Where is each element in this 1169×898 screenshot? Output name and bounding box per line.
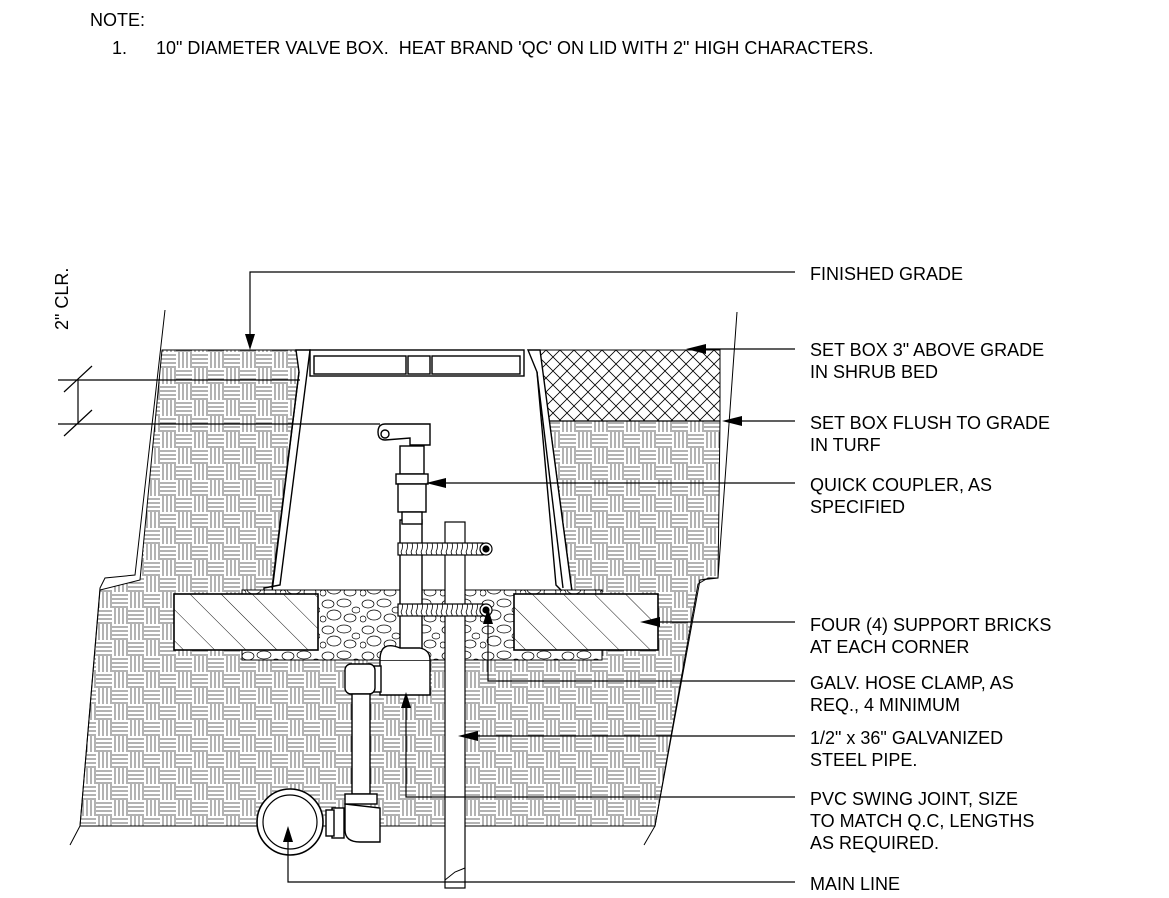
leader-hose-clamp (487, 620, 795, 682)
hose-clamp-upper (397, 542, 493, 556)
callout-line: STEEL PIPE. (810, 750, 918, 770)
note-item: 1. 10" DIAMETER VALVE BOX. HEAT BRAND 'QC… (112, 38, 873, 59)
note-heading: NOTE: (90, 10, 146, 30)
note-text: 10" DIAMETER VALVE BOX. HEAT BRAND 'QC' … (156, 38, 874, 58)
callout-leaders (249, 271, 795, 883)
quick-coupler (377, 423, 431, 525)
callout-main-line: MAIN LINE (810, 873, 900, 895)
callout-galvanized-pipe: 1/2" x 36" GALVANIZED STEEL PIPE. (810, 727, 1003, 771)
callout-line: TO MATCH Q.C, LENGTHS (810, 811, 1035, 831)
leader-main-line (287, 840, 795, 883)
callout-quick-coupler: QUICK COUPLER, AS SPECIFIED (810, 474, 992, 518)
leader-arrowheads (245, 334, 742, 842)
leader-finished-grade (249, 271, 795, 335)
callout-line: SET BOX 3" ABOVE GRADE (810, 340, 1045, 360)
arrow-turf (722, 416, 742, 426)
callout-line: REQ., 4 MINIMUM (810, 695, 961, 715)
callout-line: SET BOX FLUSH TO GRADE (810, 413, 1051, 433)
callout-line: MAIN LINE (810, 874, 901, 894)
arrow-support-bricks (640, 617, 660, 627)
callout-shrub-bed: SET BOX 3" ABOVE GRADE IN SHRUB BED (810, 339, 1044, 383)
shrub-bed-mulch (534, 349, 721, 422)
leader-swing-joint (405, 706, 795, 798)
callout-line: FINISHED GRADE (810, 264, 964, 284)
pvc-swing-joint (325, 519, 431, 843)
galvanized-steel-pipe (444, 521, 466, 889)
soil-break-line-left (69, 309, 166, 846)
note-number: 1. (112, 38, 128, 58)
callout-line: 1/2" x 36" GALVANIZED (810, 728, 1004, 748)
callout-line: QUICK COUPLER, AS (810, 475, 993, 495)
callout-line: IN SHRUB BED (810, 362, 939, 382)
callout-support-bricks: FOUR (4) SUPPORT BRICKS AT EACH CORNER (810, 614, 1051, 658)
arrow-hose-clamp (483, 608, 493, 624)
soil-break-line-right (643, 311, 738, 846)
callout-turf: SET BOX FLUSH TO GRADE IN TURF (810, 412, 1050, 456)
arrow-quick-coupler (426, 478, 446, 488)
callout-line: AS REQUIRED. (810, 833, 940, 853)
callout-line: PVC SWING JOINT, SIZE (810, 789, 1019, 809)
arrow-main-line (283, 826, 293, 842)
valve-box-lid (309, 349, 525, 377)
arrow-galvanized-pipe (458, 731, 478, 741)
support-brick-right (513, 593, 659, 651)
clearance-dimension (58, 365, 380, 437)
support-brick-left (173, 593, 319, 651)
callout-swing-joint: PVC SWING JOINT, SIZE TO MATCH Q.C, LENG… (810, 788, 1034, 854)
callout-line: GALV. HOSE CLAMP, AS (810, 673, 1014, 693)
arrow-finished-grade (245, 334, 255, 350)
callout-line: SPECIFIED (810, 497, 906, 517)
callout-line: AT EACH CORNER (810, 637, 970, 657)
arrow-swing-joint (401, 692, 411, 708)
callout-line: FOUR (4) SUPPORT BRICKS (810, 615, 1052, 635)
callout-line: IN TURF (810, 435, 881, 455)
callout-finished-grade: FINISHED GRADE (810, 263, 963, 285)
arrow-shrub-bed (686, 344, 706, 354)
callout-hose-clamp: GALV. HOSE CLAMP, AS REQ., 4 MINIMUM (810, 672, 1014, 716)
hose-clamp-lower (397, 603, 493, 617)
